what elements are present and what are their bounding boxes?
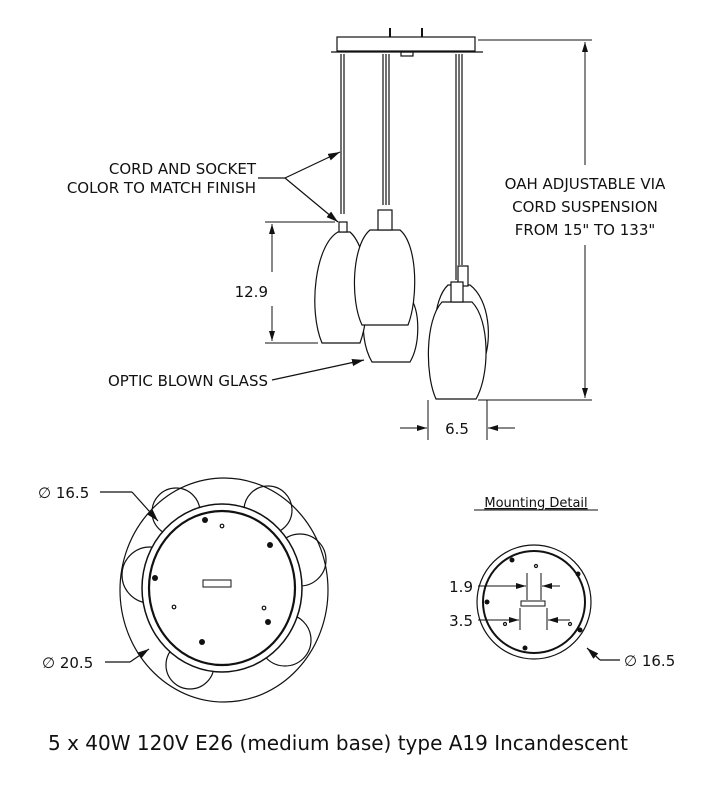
canopy-diameter: ∅ 16.5 <box>38 484 89 502</box>
mounting-detail <box>476 544 620 661</box>
width-dimension: 6.5 <box>445 420 469 438</box>
glass-shades <box>314 209 489 400</box>
oah-label-line3: FROM 15" TO 133" <box>515 221 656 239</box>
height-dimension: 12.9 <box>235 283 268 301</box>
dim-3-5: 3.5 <box>449 612 473 630</box>
leaders <box>258 151 365 381</box>
canopy <box>331 28 483 57</box>
spread-diameter: ∅ 20.5 <box>42 654 93 672</box>
plan-view <box>100 477 329 703</box>
cords <box>340 54 463 280</box>
cord-label-line2: COLOR TO MATCH FINISH <box>67 179 256 197</box>
mount-diameter: ∅ 16.5 <box>624 652 675 670</box>
oah-label-line1: OAH ADJUSTABLE VIA <box>505 175 666 193</box>
dim-1-9: 1.9 <box>449 578 473 596</box>
dimension-lines <box>265 39 592 440</box>
glass-label: OPTIC BLOWN GLASS <box>108 372 268 390</box>
lamp-caption: 5 x 40W 120V E26 (medium base) type A19 … <box>48 731 628 755</box>
cord-label-line1: CORD AND SOCKET <box>109 160 257 178</box>
mounting-detail-title: Mounting Detail <box>484 496 587 511</box>
oah-label-line2: CORD SUSPENSION <box>512 198 658 216</box>
